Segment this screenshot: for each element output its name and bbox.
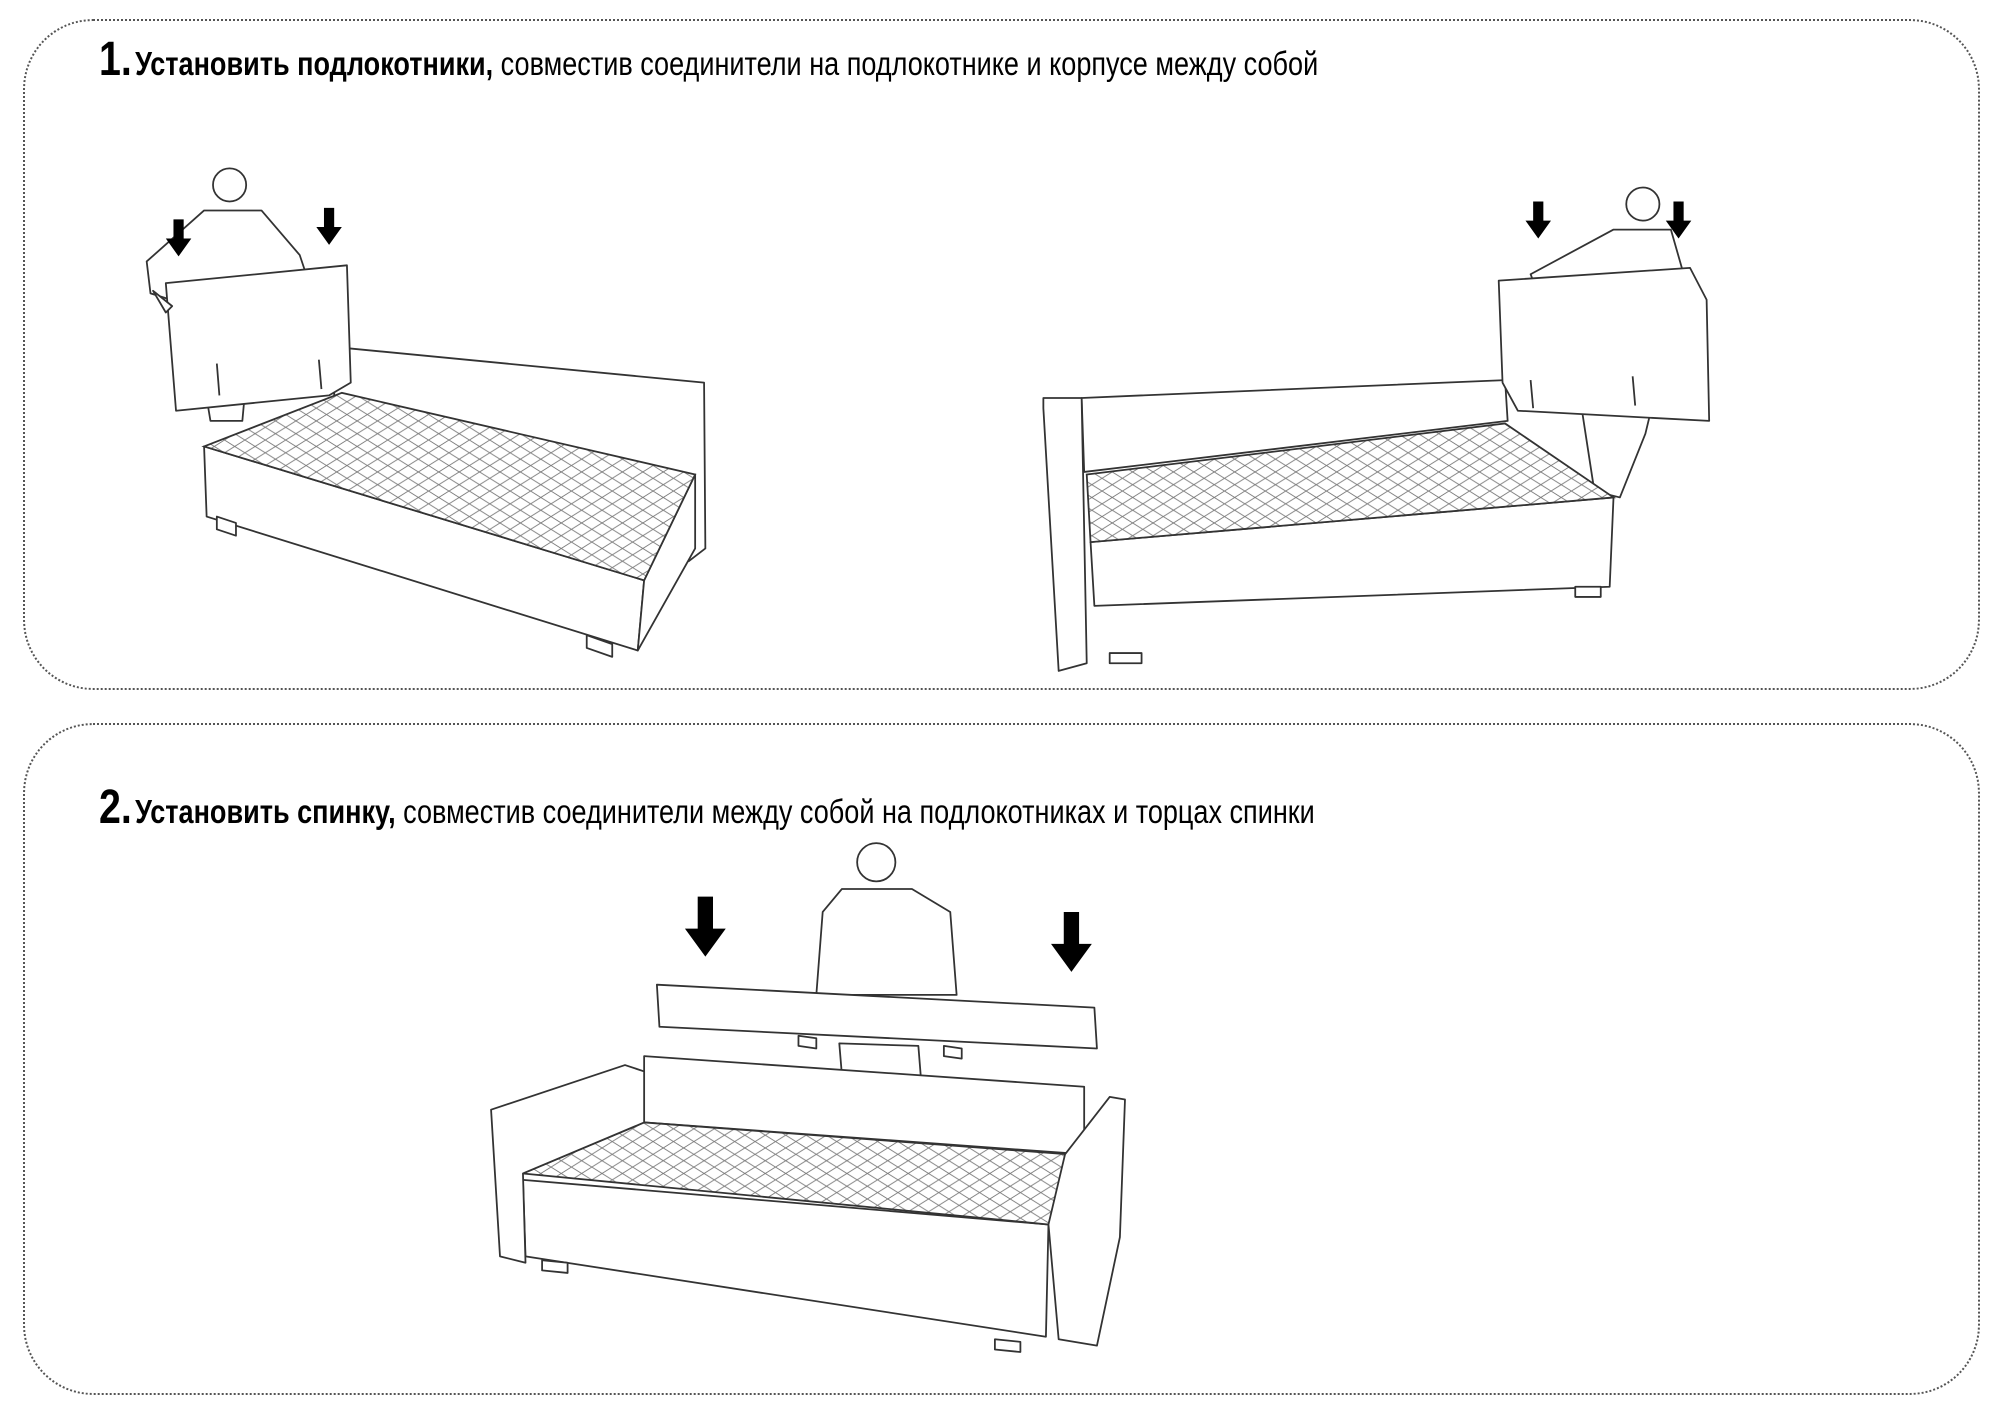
step-1-left-illustration	[145, 167, 707, 658]
down-arrow-icon	[1525, 201, 1552, 239]
armrest-left	[1042, 397, 1088, 672]
step-2-title: Установить спинку,	[135, 793, 396, 830]
down-arrow-icon	[1051, 911, 1092, 972]
armrest-held	[164, 264, 352, 412]
step-1-panel	[23, 19, 1980, 690]
down-arrow-icon	[684, 896, 726, 957]
step-2-illustration	[490, 842, 1126, 1353]
step-2-text: совместив соединители между собой на под…	[395, 793, 1315, 830]
mattress	[1085, 422, 1617, 544]
armrest-held	[1497, 266, 1711, 422]
backrest-held	[655, 983, 1098, 1050]
step-2-panel	[23, 723, 1980, 1395]
step-1-text: совместив соединители на подлокотнике и …	[493, 45, 1319, 82]
mattress	[201, 391, 697, 582]
down-arrow-icon	[165, 219, 192, 257]
step-1-number: 1.	[99, 33, 132, 86]
step-1-heading: 1.Установить подлокотники, совместив сое…	[99, 32, 1318, 87]
step-1-title: Установить подлокотники,	[135, 45, 494, 82]
down-arrow-icon	[1665, 201, 1692, 239]
down-arrow-icon	[316, 207, 342, 245]
armrest-left	[490, 1064, 646, 1264]
step-2-heading: 2.Установить спинку, совместив соедините…	[99, 780, 1315, 835]
person-center	[815, 842, 958, 1079]
step-2-number: 2.	[99, 781, 132, 834]
step-1-right-illustration	[1042, 186, 1711, 672]
armrest-right	[1047, 1096, 1126, 1347]
